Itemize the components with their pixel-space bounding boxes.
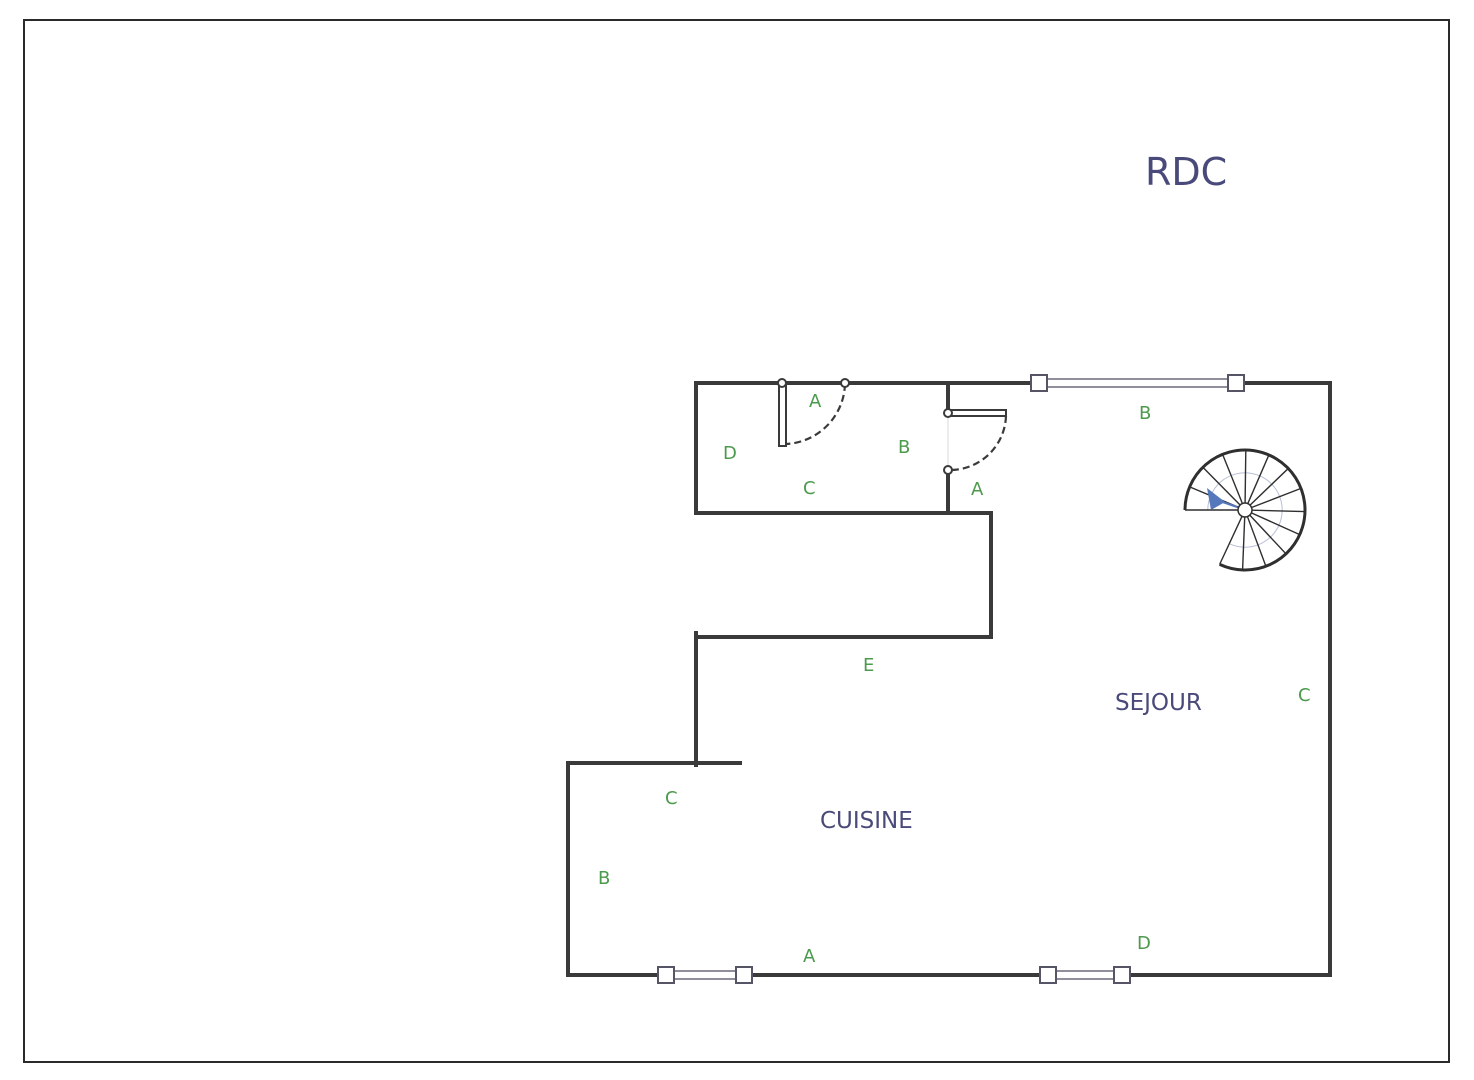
stair-tread — [1251, 487, 1302, 509]
wall-label: E — [863, 655, 874, 676]
door-swing-arc — [949, 415, 1008, 472]
door-leaf — [778, 383, 787, 447]
plan-frame — [23, 19, 1450, 1063]
stair-tread — [1249, 467, 1289, 506]
walls — [566, 381, 1332, 977]
window-pane — [671, 970, 739, 980]
stair-tread — [1247, 454, 1270, 504]
door-swing-arc — [785, 383, 847, 446]
stair-tread — [1221, 454, 1244, 504]
wall-label: C — [803, 478, 816, 499]
stair-tread — [1202, 466, 1241, 506]
room-label-sejour: SEJOUR — [1115, 690, 1202, 716]
stair-tread — [1251, 512, 1301, 536]
wall-labels: A D C B A B C E C B A D — [598, 391, 1311, 967]
window-end — [657, 966, 675, 984]
stair-post — [1237, 502, 1253, 518]
door-hinge — [840, 378, 850, 388]
wall-label: A — [803, 946, 816, 967]
stair-tread — [1249, 514, 1287, 555]
outer-wall-top — [566, 381, 1332, 977]
door-hinge — [943, 408, 953, 418]
window-top — [1030, 374, 1245, 392]
window-end — [1227, 374, 1245, 392]
window-bottom-right — [1039, 966, 1131, 984]
window-bottom-left — [657, 966, 753, 984]
plan-title: RDC — [1145, 150, 1227, 194]
stair-guide-arc — [1207, 472, 1283, 548]
window-end — [735, 966, 753, 984]
stair-arrow-head — [1207, 488, 1225, 510]
spiral-staircase-icon — [1183, 448, 1307, 572]
door-hinge — [943, 465, 953, 475]
wall-label: A — [809, 391, 822, 412]
wall-label: A — [971, 479, 984, 500]
window-end — [1030, 374, 1048, 392]
window-end — [1039, 966, 1057, 984]
room-label-cuisine: CUISINE — [820, 808, 913, 834]
wall-label: D — [1137, 933, 1151, 954]
stair-tread — [1251, 509, 1305, 513]
door-hinge — [777, 378, 787, 388]
door-corridor — [943, 408, 1008, 475]
stair-tread — [1244, 449, 1247, 504]
window-pane — [1045, 378, 1231, 388]
wall-label: B — [598, 868, 610, 889]
stair-tread — [1219, 516, 1243, 565]
stair-tread — [1241, 516, 1246, 570]
window-pane — [1053, 970, 1117, 980]
door-leaf — [947, 409, 1007, 417]
wall-label: D — [723, 443, 737, 464]
stair-tread — [1246, 516, 1267, 567]
door-small-room — [777, 378, 850, 447]
wall-label: B — [1139, 403, 1151, 424]
wall-label: C — [665, 788, 678, 809]
wall-label: B — [898, 437, 910, 458]
wall-label: C — [1298, 685, 1311, 706]
window-end — [1113, 966, 1131, 984]
